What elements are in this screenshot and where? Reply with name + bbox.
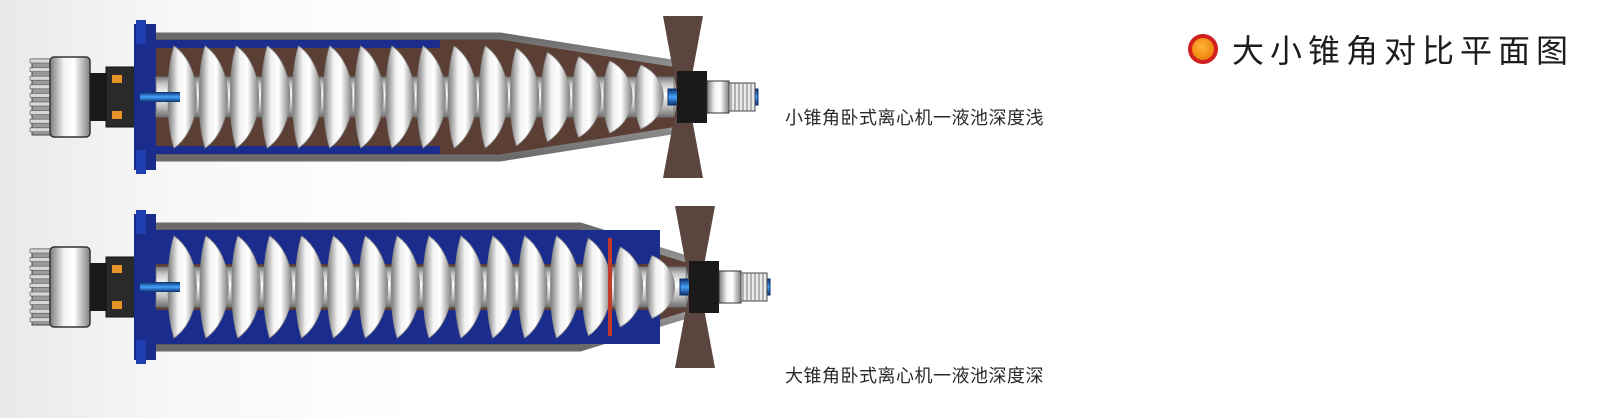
gearbox-fin <box>29 84 53 90</box>
large-cone-caption: 大锥角卧式离心机一液池深度深 <box>785 366 1044 387</box>
gearbox-fin <box>29 101 53 107</box>
page-title-text: 大小锥角对比平面图 <box>1232 32 1575 70</box>
screw-flight <box>613 246 643 328</box>
small-cone-caption: 小锥角卧式离心机一液池深度浅 <box>785 108 1044 129</box>
gearbox-fin <box>29 67 53 72</box>
gearbox-fin <box>29 93 53 98</box>
gearbox-fin <box>29 248 53 254</box>
gearbox-drum <box>49 246 91 328</box>
cover-lug <box>136 210 146 234</box>
screw-flight <box>198 45 229 149</box>
gearbox-fin <box>29 291 53 297</box>
liquid-pool-upper <box>154 40 440 48</box>
bearing-mark <box>112 301 122 309</box>
bearing-mark <box>112 265 122 273</box>
gearbox-fin <box>29 300 53 305</box>
screw-flight <box>541 51 571 143</box>
gearbox-neck <box>90 73 106 121</box>
screw-flight <box>572 56 602 138</box>
screw-flight <box>323 45 353 149</box>
screw-flight <box>634 64 664 130</box>
screw-flight <box>422 235 452 339</box>
screw-flight <box>454 235 484 339</box>
liquid-pool-lower <box>154 146 440 154</box>
screw-flight <box>385 45 415 149</box>
gearbox-fin <box>29 257 53 262</box>
screw-flight <box>354 45 384 149</box>
screw-flight <box>261 45 291 149</box>
screw-flight <box>518 235 548 339</box>
bearing-mark <box>112 111 122 119</box>
screw-flight <box>292 45 322 149</box>
cover-lug <box>136 340 146 364</box>
page-title: 大小锥角对比平面图 <box>1188 26 1574 72</box>
screw-flight <box>478 45 509 149</box>
screw-flight <box>510 47 540 147</box>
gearbox-fin <box>29 265 53 271</box>
screw-flight <box>486 235 516 339</box>
cover-lug <box>136 150 146 174</box>
gearbox-fin <box>29 317 53 323</box>
screw-flight <box>167 235 197 339</box>
screw-flight <box>550 235 580 339</box>
screw-flight <box>447 45 478 149</box>
orange-circle-bullet-icon <box>1188 34 1218 64</box>
bearing-mark <box>112 75 122 83</box>
right-coupling <box>706 80 730 114</box>
gearbox-fin <box>29 283 53 288</box>
screw-flight <box>295 235 325 339</box>
screw-flight <box>167 45 197 149</box>
right-bearing-block <box>689 261 719 313</box>
screw-flight <box>358 235 389 339</box>
gearbox-fin <box>29 308 53 314</box>
screw-flight <box>390 235 421 339</box>
gearbox-fin <box>29 58 53 64</box>
screw-flight <box>327 235 357 339</box>
right-coupling <box>718 270 742 304</box>
right-bearing-block <box>677 71 707 123</box>
gearbox-fin <box>29 118 53 124</box>
screw-flight <box>199 235 229 339</box>
feed-pipe-left <box>140 92 180 102</box>
gearbox-assembly <box>29 246 106 328</box>
screw-flight <box>416 45 446 149</box>
feed-pipe-left <box>140 282 180 292</box>
screw-flight <box>645 255 675 319</box>
large-cone-centrifuge-figure <box>29 206 771 368</box>
small-cone-centrifuge-figure <box>29 16 759 178</box>
screw-flight <box>229 45 260 149</box>
gearbox-assembly <box>29 56 106 138</box>
gearbox-drum <box>49 56 91 138</box>
gearbox-fin <box>29 110 53 115</box>
screw-flight <box>231 235 261 339</box>
screw-flight <box>581 237 612 337</box>
screw-flight <box>263 235 293 339</box>
gearbox-neck <box>90 263 106 311</box>
cover-lug <box>136 20 146 44</box>
gearbox-fin <box>29 274 53 280</box>
gearbox-fin <box>29 127 53 133</box>
gearbox-fin <box>29 75 53 81</box>
screw-flight <box>603 60 633 134</box>
